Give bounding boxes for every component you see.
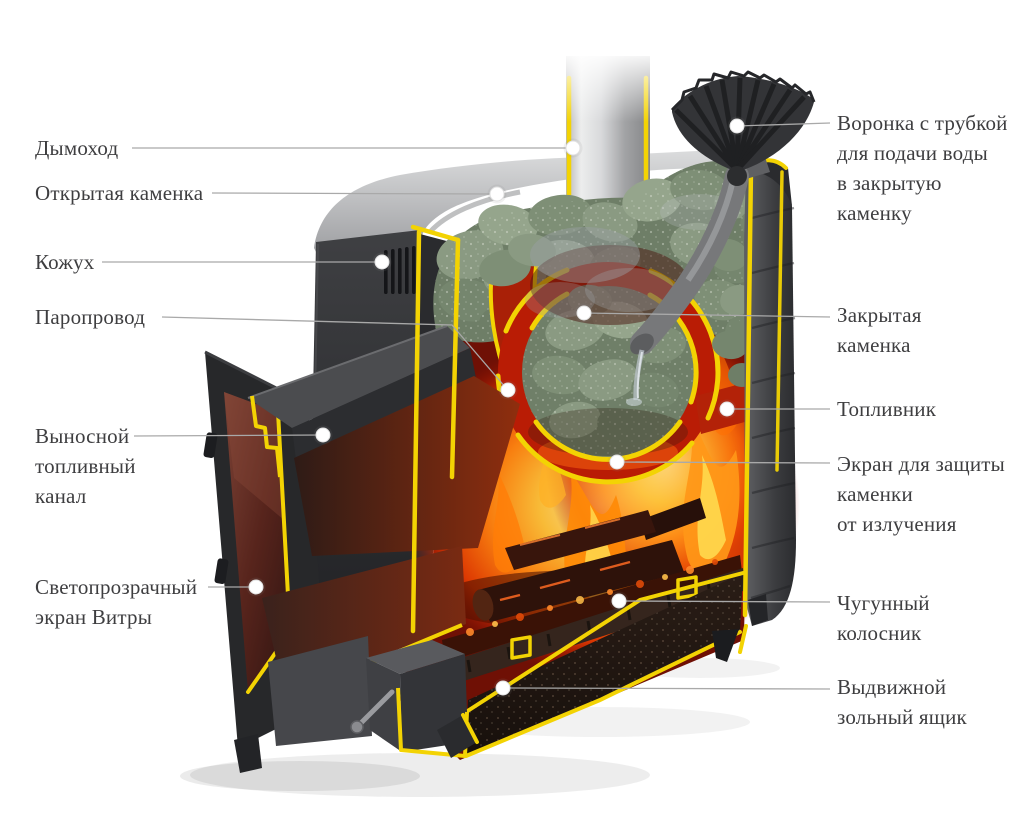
label-line: Выдвижной — [837, 675, 947, 699]
label-line: Закрытая — [837, 303, 922, 327]
dot-heater-shield — [609, 454, 625, 470]
dot-steam-pipe — [500, 382, 516, 398]
label-line: Топливник — [837, 397, 937, 421]
label-line: топливный — [35, 454, 136, 478]
dot-vitra-screen — [248, 579, 264, 595]
label-line: Выносной — [35, 424, 130, 448]
label-line: Паропровод — [35, 305, 146, 329]
door-hinge — [203, 432, 218, 458]
label-remote-fuel-channel: Выносной топливный канал — [35, 421, 136, 511]
label-line: каменки — [837, 482, 913, 506]
dot-firebox — [719, 401, 735, 417]
label-line: Воронка с трубкой — [837, 111, 1008, 135]
dot-chimney — [565, 140, 581, 156]
label-closed-heater: Закрытая каменка — [837, 300, 922, 360]
label-line: Светопрозрачный — [35, 575, 198, 599]
label-line: Открытая каменка — [35, 181, 204, 205]
label-line: каменка — [837, 333, 911, 357]
label-steam-pipe: Паропровод — [35, 302, 145, 332]
label-line: канал — [35, 484, 87, 508]
right-wall — [742, 158, 796, 626]
door-hinge — [214, 558, 229, 584]
label-line: Дымоход — [35, 136, 119, 160]
drawer-handle-knob — [350, 720, 364, 734]
label-line: в закрытую — [837, 171, 942, 195]
callout-dots — [246, 116, 747, 698]
label-line: зольный ящик — [837, 705, 967, 729]
label-casing: Кожух — [35, 247, 94, 277]
label-line: Чугунный — [837, 591, 930, 615]
label-open-heater: Открытая каменка — [35, 178, 203, 208]
top-rim — [314, 148, 766, 252]
label-chimney: Дымоход — [35, 133, 118, 163]
label-line: Кожух — [35, 250, 95, 274]
label-line: экран Витры — [35, 605, 153, 629]
drawer-handle — [357, 689, 395, 727]
smoke — [525, 194, 740, 325]
dot-cast-iron-grate — [611, 593, 627, 609]
dot-ash-drawer — [495, 680, 511, 696]
label-cast-iron-grate: Чугунный колосник — [837, 588, 930, 648]
dot-casing — [374, 254, 390, 270]
dot-closed-heater — [576, 305, 592, 321]
ash-pan — [464, 571, 748, 758]
label-firebox: Топливник — [837, 394, 936, 424]
label-line: для подачи воды — [837, 141, 988, 165]
dot-water-funnel — [729, 118, 745, 134]
embers — [442, 555, 742, 662]
label-vitra-screen: Светопрозрачный экран Витры — [35, 572, 197, 632]
dot-remote-fuel-channel — [315, 427, 331, 443]
dot-open-heater — [489, 186, 505, 202]
label-water-funnel: Воронка с трубкой для подачи воды в закр… — [837, 108, 1008, 228]
leader-lines — [102, 122, 831, 690]
label-line: от излучения — [837, 512, 957, 536]
label-line: Экран для защиты — [837, 452, 1005, 476]
label-ash-drawer: Выдвижной зольный ящик — [837, 672, 967, 732]
label-line: каменку — [837, 201, 912, 225]
label-heater-shield: Экран для защиты каменки от излучения — [837, 449, 1005, 539]
base-and-legs — [234, 636, 479, 773]
label-line: колосник — [837, 621, 922, 645]
